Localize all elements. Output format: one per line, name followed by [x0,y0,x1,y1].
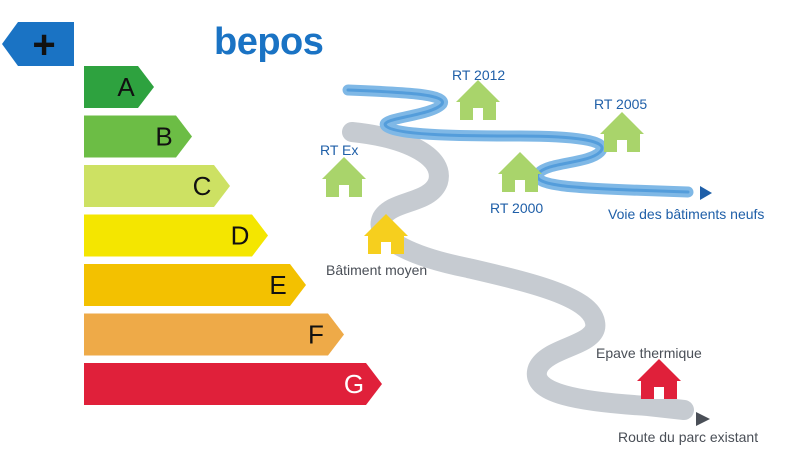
energy-class-c: C [84,165,230,207]
house-rt2005-icon [600,112,644,152]
house-markers [322,80,681,399]
label-epave-thermique: Epave thermique [596,345,702,361]
energy-class-letter: D [231,221,250,251]
energy-class-letter: F [308,320,324,350]
house-rtex-icon [322,157,366,197]
svg-text:+: + [32,23,55,67]
label-route-parc-existant: Route du parc existant [618,429,759,445]
existing-stock-road [342,122,694,420]
energy-class-g: G [84,363,382,405]
energy-class-bar [84,165,230,207]
energy-class-bar [84,264,306,306]
house-rt2012-icon [456,80,500,120]
energy-class-e: E [84,264,306,306]
bepos-title: bepos [214,21,324,63]
energy-class-bar [84,313,344,356]
energy-class-bar [84,214,268,257]
house-batiment-moyen-icon [364,214,408,254]
label-rt2012: RT 2012 [452,67,506,83]
label-rtex: RT Ex [320,142,359,158]
house-epave-icon [637,359,681,399]
plus-arrow-icon: + [2,22,74,67]
energy-class-bar [84,363,382,405]
label-voie-batiments-neufs: Voie des bâtiments neufs [608,206,765,222]
existing-stock-arrow-icon [696,412,710,426]
new-buildings-arrow-icon [700,186,712,200]
energy-class-letter: A [117,72,135,102]
energy-class-d: D [84,214,268,257]
energy-class-f: F [84,313,344,356]
energy-class-bar [84,115,192,158]
energy-class-bar [84,66,154,108]
house-rt2000-icon [498,152,542,192]
energy-class-letter: E [269,270,286,300]
label-batiment-moyen: Bâtiment moyen [326,262,428,278]
energy-class-letter: G [344,369,364,399]
energy-class-letter: B [155,122,172,152]
label-rt2005: RT 2005 [594,96,648,112]
energy-class-b: B [84,115,192,158]
energy-class-letter: C [193,171,212,201]
label-rt2000: RT 2000 [490,200,544,216]
energy-class-a: A [84,66,154,108]
